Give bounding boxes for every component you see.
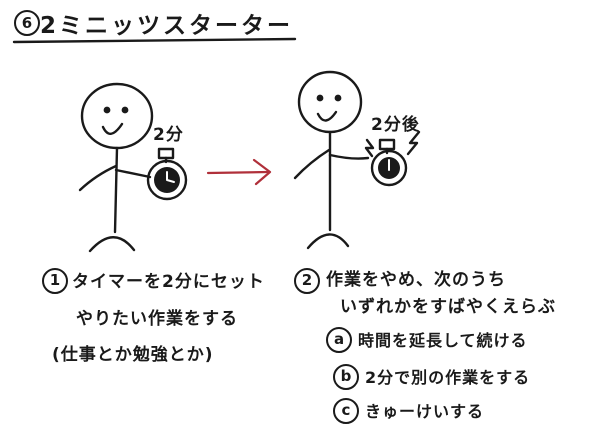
option-b-text: 2分で別の作業をする bbox=[365, 368, 531, 387]
right-timer-label: 2分後 bbox=[371, 115, 420, 135]
left-body bbox=[113, 146, 119, 234]
left-arm-back bbox=[78, 164, 118, 192]
option-a-letter: a bbox=[326, 327, 352, 353]
left-arm-front bbox=[114, 168, 152, 179]
right-stopwatch-icon bbox=[370, 138, 408, 187]
step-1-line-2: やりたい作業をする bbox=[76, 309, 238, 329]
option-c-text: きゅーけいする bbox=[365, 402, 485, 421]
left-stopwatch-icon bbox=[146, 147, 188, 201]
right-arm-back bbox=[293, 148, 331, 180]
right-legs bbox=[306, 233, 350, 250]
step-2-number: 2 bbox=[294, 268, 320, 294]
left-stick-figure bbox=[78, 82, 154, 253]
left-timer-label: 2分 bbox=[153, 125, 184, 145]
ring-left-icon bbox=[364, 138, 375, 158]
left-head bbox=[80, 82, 154, 150]
title-underline bbox=[12, 37, 297, 44]
step-1-line-3: (仕事とか勉強とか) bbox=[52, 345, 214, 365]
progress-arrow bbox=[206, 158, 272, 186]
left-legs bbox=[88, 236, 136, 253]
step-1-number: 1 bbox=[42, 268, 68, 294]
option-b-letter: b bbox=[333, 364, 359, 390]
step-2-line-2: いずれかをすばやくえらぶ bbox=[340, 297, 556, 317]
title-number: 6 bbox=[14, 10, 40, 36]
option-a-text: 時間を延長して続ける bbox=[358, 331, 528, 350]
right-arm-front bbox=[328, 153, 370, 160]
right-stick-figure bbox=[293, 70, 370, 250]
ring-right-icon bbox=[406, 130, 421, 156]
step-1-line-1: タイマーを2分にセット bbox=[72, 272, 265, 292]
option-c-letter: c bbox=[333, 398, 359, 424]
page-title: 2ミニッツスターター bbox=[40, 13, 294, 39]
right-head bbox=[297, 70, 363, 134]
step-2-line-1: 作業をやめ、次のうち bbox=[326, 270, 506, 290]
